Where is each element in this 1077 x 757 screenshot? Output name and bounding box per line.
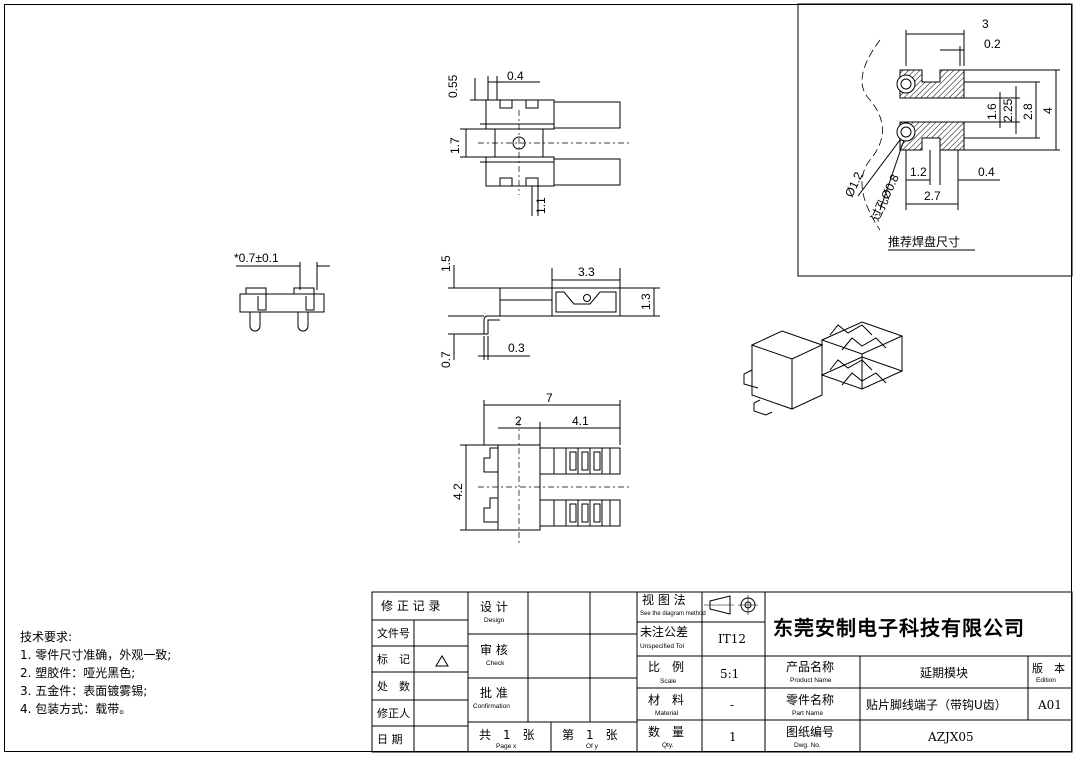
tb-confirm-cn: 批 准: [480, 685, 508, 700]
pad-layout: [797, 3, 1073, 277]
tb-mark: 标 记: [377, 652, 410, 666]
tb-edition-en: Edition: [1036, 677, 1056, 684]
tb-material-cn: 材 料: [648, 693, 684, 707]
tech-requirement-1: 1. 零件尺寸准确，外观一致;: [20, 648, 172, 662]
tb-view-method-cn: 视 图 法: [642, 592, 686, 607]
tech-requirements: 技术要求: 1. 零件尺寸准确，外观一致; 2. 塑胶件：哑光黑色; 3. 五金…: [20, 628, 171, 718]
top-housing-upper: [485, 99, 555, 130]
title-block: 修 正 记 录 文件号 标 记 处 数 修正人 日 期 设 计 Design 审…: [371, 591, 1073, 753]
dim-15: 1.5: [439, 255, 453, 272]
tb-dwg-no-en: Dwg. No.: [794, 742, 821, 749]
isometric-view: [743, 321, 904, 416]
dim-tolerance: *0.7±0.1: [234, 251, 279, 265]
tech-requirements-title: 技术要求:: [20, 630, 73, 644]
dim-2: 2: [515, 414, 522, 428]
tb-place-count: 处 数: [377, 680, 410, 693]
dim-13: 1.3: [639, 293, 653, 310]
tb-reviser: 修正人: [377, 706, 410, 720]
pad-dim-04: 0.4: [978, 165, 995, 179]
dim-17: 1.7: [448, 137, 462, 154]
tb-confirm-en: Confirmation: [473, 703, 510, 710]
tb-check-en: Check: [486, 660, 505, 667]
pad-dim-12: 1.2: [910, 165, 927, 179]
dim-33: 3.3: [578, 265, 595, 279]
tb-edition-cn: 版 本: [1032, 661, 1065, 675]
pad-dim-225: 2.25: [1001, 98, 1015, 122]
pad-via: 过孔Ø0.8: [868, 172, 902, 224]
tb-scale-en: Scale: [660, 678, 677, 685]
tb-date: 日 期: [377, 733, 403, 746]
tb-qty-value: 1: [729, 730, 737, 744]
top-contact-lower: [553, 158, 621, 186]
tb-material-value: -: [730, 698, 734, 712]
tb-view-method-en: See the diagram method: [640, 611, 706, 617]
tb-product-name-en: Product Name: [790, 677, 832, 684]
tb-total-cn: 共 1 张: [479, 728, 535, 742]
pad-dim-3: 3: [982, 17, 989, 31]
pad-title: 推荐焊盘尺寸: [888, 234, 960, 249]
tb-tol-cn: 未注公差: [640, 624, 688, 639]
tb-qty-en: Qty.: [662, 742, 674, 749]
tech-requirement-4: 4. 包装方式：载带。: [20, 702, 132, 716]
dim-03: 0.3: [508, 341, 525, 355]
dim-055: 0.55: [446, 74, 460, 98]
tb-doc-no: 文件号: [377, 626, 410, 640]
bottom-view: [460, 400, 630, 545]
tb-part-name-en: Part Name: [792, 710, 823, 717]
tb-revision-record: 修 正 记 录: [381, 598, 440, 613]
dim-07: 0.7: [439, 351, 453, 368]
tech-requirement-2: 2. 塑胶件：哑光黑色;: [20, 666, 136, 680]
dim-11: 1.1: [534, 197, 548, 214]
top-view: [460, 76, 630, 216]
tb-product-name-cn: 产品名称: [786, 659, 834, 674]
tb-scale-cn: 比 例: [648, 660, 684, 674]
tb-sheet-en: Of y: [586, 743, 599, 750]
dim-42: 4.2: [451, 483, 465, 500]
tb-total-en: Page x: [496, 743, 517, 750]
tb-check-cn: 审 核: [480, 642, 508, 657]
tb-design-en: Design: [484, 617, 505, 624]
dim-04-top: 0.4: [507, 69, 524, 83]
company-name: 东莞安制电子科技有限公司: [773, 616, 1025, 640]
tb-dwg-no-cn: 图纸编号: [786, 724, 834, 739]
tb-dwg-no-value: AZJX05: [927, 730, 974, 744]
tb-part-name-cn: 零件名称: [786, 692, 834, 707]
tb-edition-value: A01: [1037, 698, 1062, 712]
dim-7: 7: [546, 391, 553, 405]
front-view: [448, 265, 660, 360]
tb-design-cn: 设 计: [480, 600, 508, 614]
tb-tol-en: Unspecified Tol: [640, 643, 685, 650]
tb-material-en: Material: [655, 710, 679, 717]
top-contact-upper: [553, 101, 621, 129]
tb-sheet-cn: 第 1 张: [562, 728, 618, 742]
side-view: [236, 262, 330, 332]
tb-product-name-value: 延期模块: [920, 666, 968, 680]
dim-41: 4.1: [572, 414, 589, 428]
pad-dim-02: 0.2: [984, 37, 1001, 51]
tech-requirement-3: 3. 五金件：表面镀雾锡;: [20, 684, 148, 698]
pad-dim-16: 1.6: [985, 103, 999, 120]
pad-dim-4: 4: [1041, 107, 1055, 114]
tb-scale-value: 5:1: [720, 667, 739, 681]
top-housing-lower: [485, 156, 555, 187]
tb-part-name-value: 贴片脚线端子（带钩U齿）: [866, 697, 1007, 712]
pad-dim-28: 2.8: [1021, 103, 1035, 120]
tb-qty-cn: 数 量: [648, 724, 684, 739]
pad-dim-27: 2.7: [924, 189, 941, 203]
tb-tol-value: IT12: [718, 632, 746, 646]
